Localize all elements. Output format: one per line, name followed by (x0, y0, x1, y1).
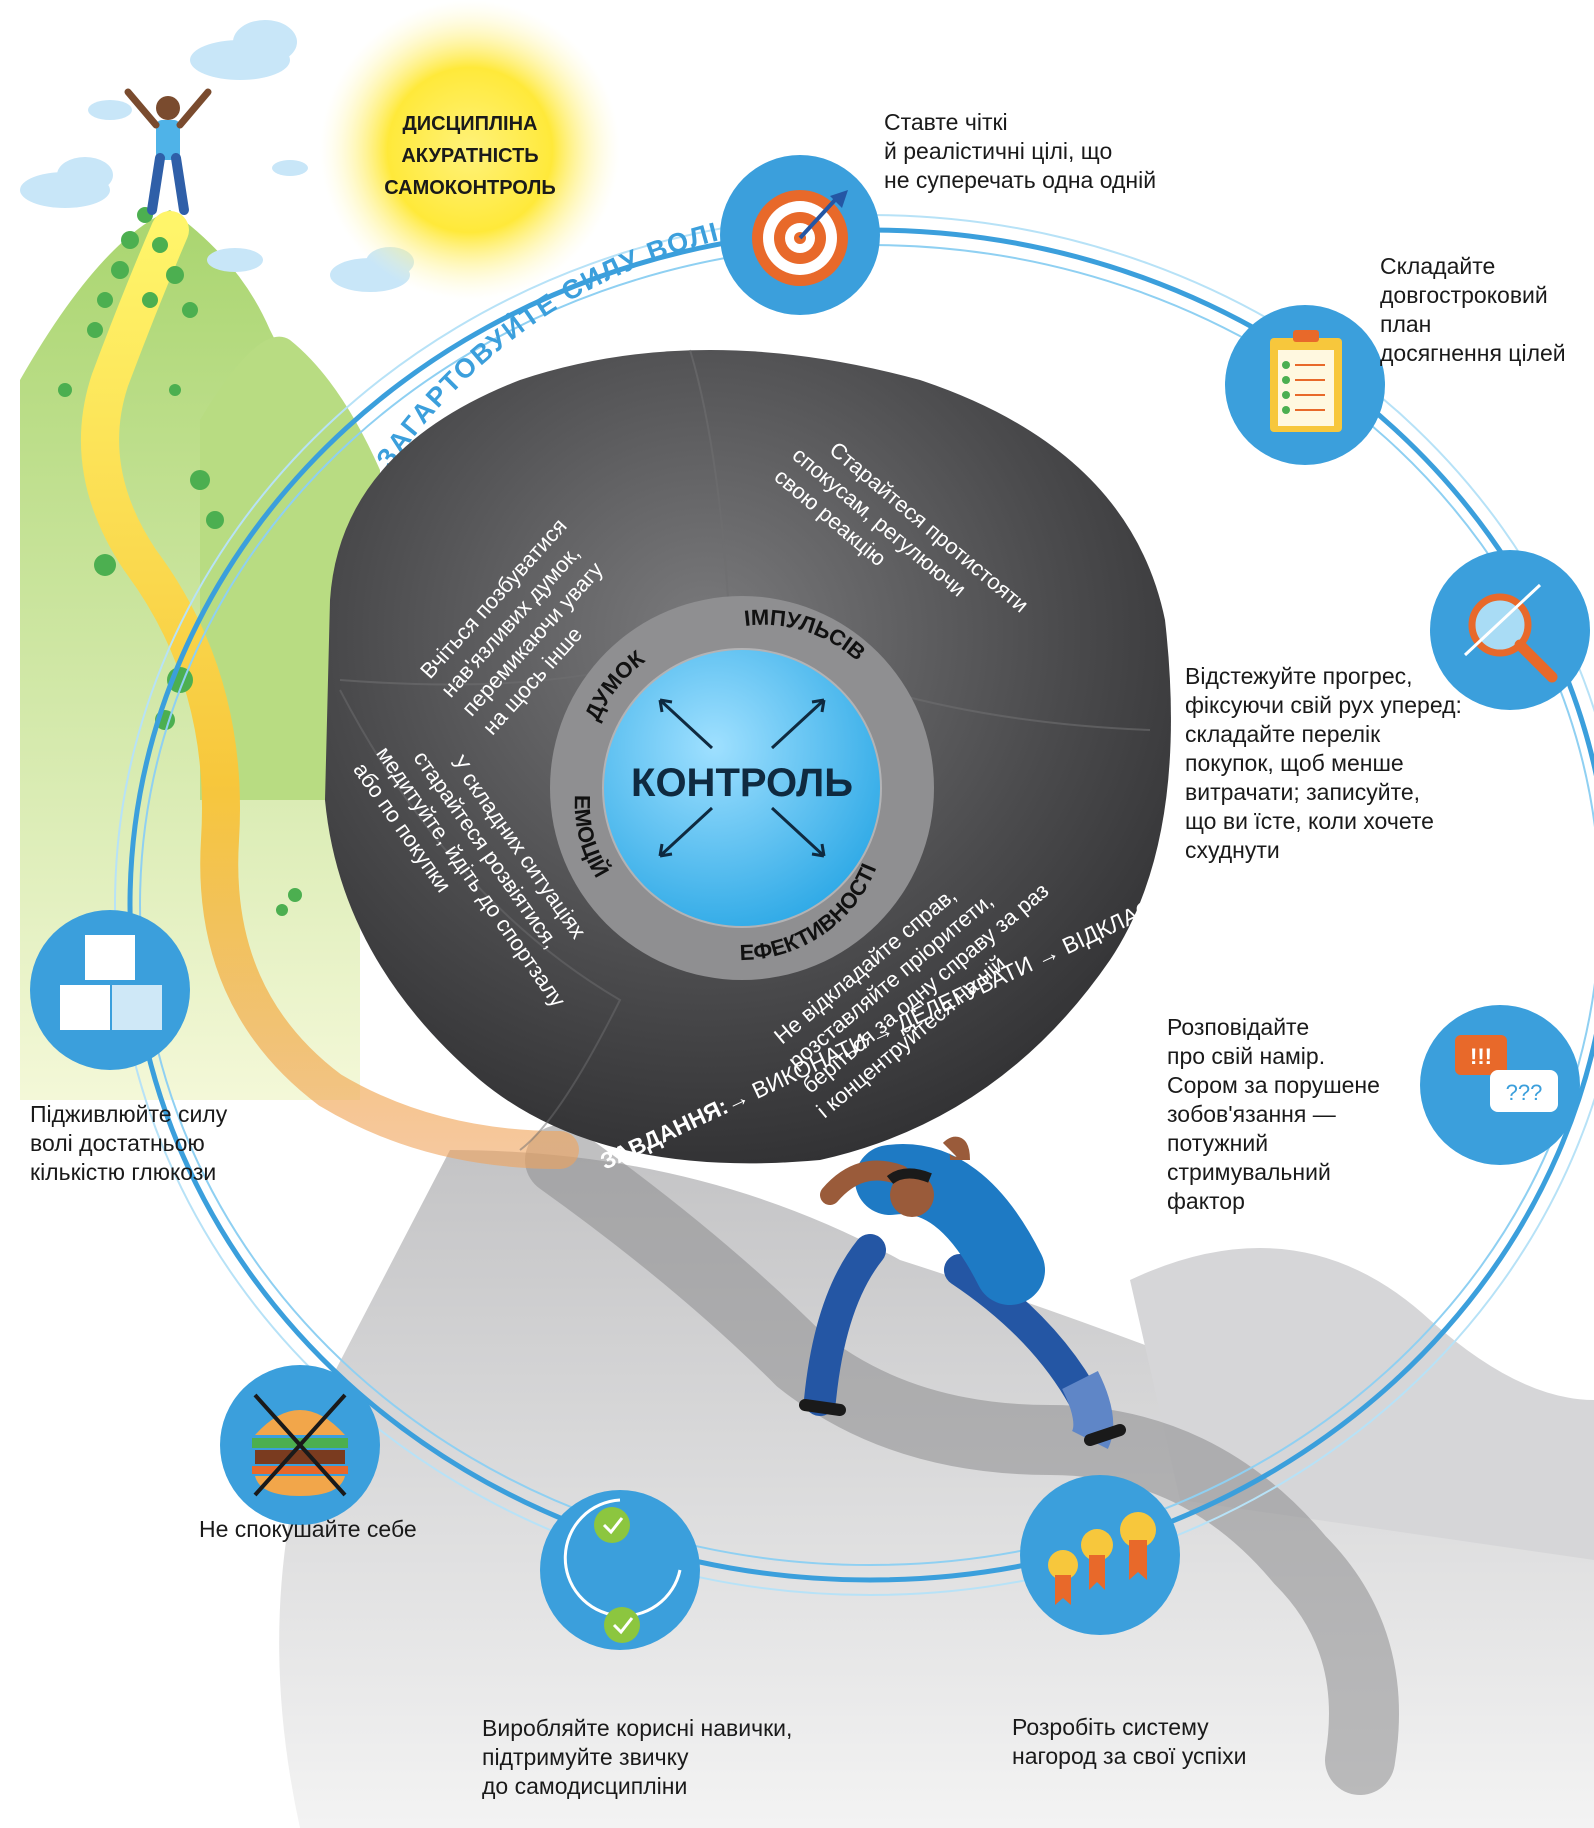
svg-text:???: ??? (1506, 1080, 1543, 1105)
habits-cycle-icon (540, 1490, 700, 1650)
pushing-man (799, 1136, 1126, 1449)
tip-glucose: Підживлюйте силу волі достатньою кількіс… (30, 1101, 228, 1185)
no-burger-icon (220, 1365, 380, 1525)
road (525, 1125, 1399, 1795)
tip-rewards: Розробіть систему нагород за свої успіхи (1012, 1714, 1247, 1769)
tip-progress: Відстежуйте прогрес, фіксуючи свій рух у… (1185, 663, 1462, 863)
person-on-summit (124, 88, 212, 215)
medals-icon (1020, 1475, 1180, 1635)
center-arrows (658, 698, 826, 858)
svg-text:!!!: !!! (1470, 1044, 1492, 1069)
center-label: КОНТРОЛЬ (631, 761, 853, 805)
tip-goals: Ставте чіткі й реалістичні цілі, що не с… (884, 109, 1157, 193)
tip-plan: Складайте довгостроковий план досягнення… (1380, 253, 1566, 366)
magnifier-icon (1430, 550, 1590, 710)
trees (58, 207, 302, 916)
tip-habits: Виробляйте корисні навички, підтримуйте … (482, 1715, 793, 1799)
tip-tempt: Не спокушайте себе (199, 1516, 417, 1542)
sun-text: ДИСЦИПЛІНА АКУРАТНІСТЬ САМОКОНТРОЛЬ (384, 113, 556, 199)
control-center (604, 650, 880, 926)
clipboard-icon (1225, 305, 1385, 465)
yellow-path (81, 211, 579, 1169)
target-icon (720, 155, 880, 315)
tip-tell: Розповідайте про свій намір. Сором за по… (1167, 1014, 1380, 1214)
speech-bubbles-icon: !!! ??? (1420, 1005, 1580, 1165)
ground-shadow (279, 1150, 1594, 1828)
sugar-cubes-icon (30, 910, 190, 1070)
sun (320, 0, 620, 300)
